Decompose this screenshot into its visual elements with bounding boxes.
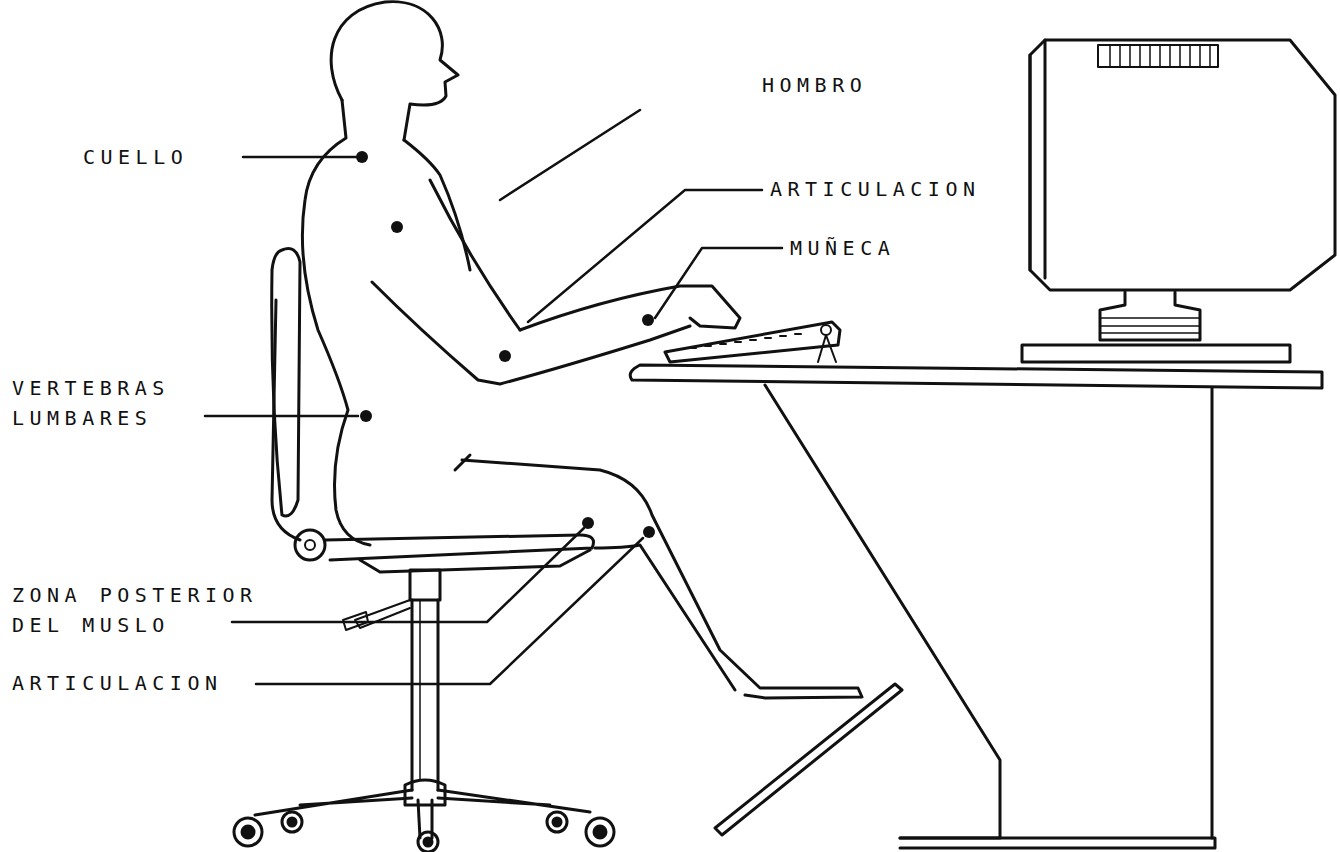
chair (234, 249, 614, 852)
part-label: ARTICULACION (770, 174, 1070, 204)
keyboard (665, 322, 840, 362)
leader-lines (205, 110, 782, 684)
part-label: ZONA POSTERIOR DEL MUSLO (12, 580, 282, 640)
part-label: VERTEBRAS LUMBARES (12, 373, 212, 433)
part-label: MUÑECA (790, 233, 990, 263)
footrest (715, 684, 902, 835)
part-label: ARTICULACION (12, 668, 312, 698)
person (302, 2, 862, 698)
part-label: HOMBRO (762, 70, 962, 100)
part-label: CUELLO (83, 142, 263, 172)
desk (630, 365, 1322, 848)
marker-dots (356, 151, 655, 538)
monitor (1022, 40, 1335, 362)
